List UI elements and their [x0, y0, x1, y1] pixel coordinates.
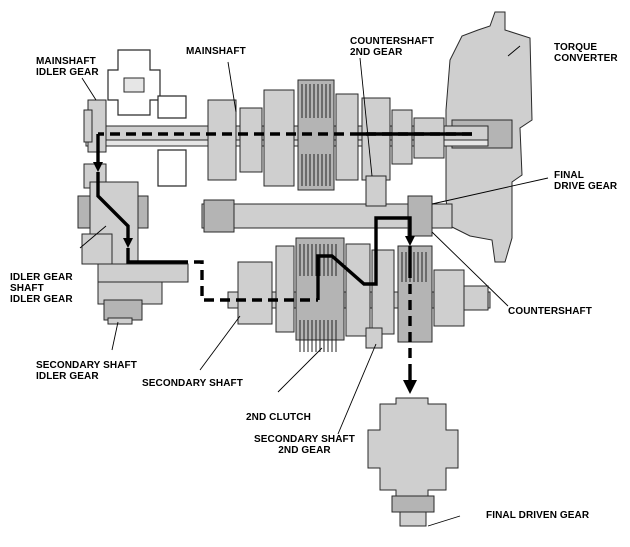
label-2nd-clutch: 2ND CLUTCH — [246, 412, 311, 423]
label-secondary-shaft-idler-gear: SECONDARY SHAFT IDLER GEAR — [36, 360, 137, 382]
label-secondary-shaft-2nd-gear: SECONDARY SHAFT 2ND GEAR — [254, 434, 355, 456]
final-driven-gear — [367, 397, 459, 527]
power-flow-path — [93, 132, 472, 394]
label-final-driven-gear: FINAL DRIVEN GEAR — [486, 510, 590, 521]
label-mainshaft-idler-gear: MAINSHAFT IDLER GEAR — [36, 56, 99, 78]
label-mainshaft: MAINSHAFT — [186, 46, 246, 57]
label-secondary-shaft: SECONDARY SHAFT — [142, 378, 243, 389]
label-torque-converter: TORQUE CONVERTER — [554, 42, 618, 64]
label-idler-gear-shaft-idler-gear: IDLER GEAR SHAFT IDLER GEAR — [10, 272, 73, 305]
label-countershaft: COUNTERSHAFT — [508, 306, 592, 317]
idler-gear-stack — [77, 163, 189, 325]
upper-housing — [107, 49, 187, 187]
leader-lines — [79, 45, 549, 527]
countershaft-assembly — [201, 175, 453, 237]
label-countershaft-2nd-gear: COUNTERSHAFT 2ND GEAR — [350, 36, 434, 58]
secondary-shaft-assembly — [227, 237, 491, 352]
label-final-drive-gear: FINAL DRIVE GEAR — [554, 170, 618, 192]
